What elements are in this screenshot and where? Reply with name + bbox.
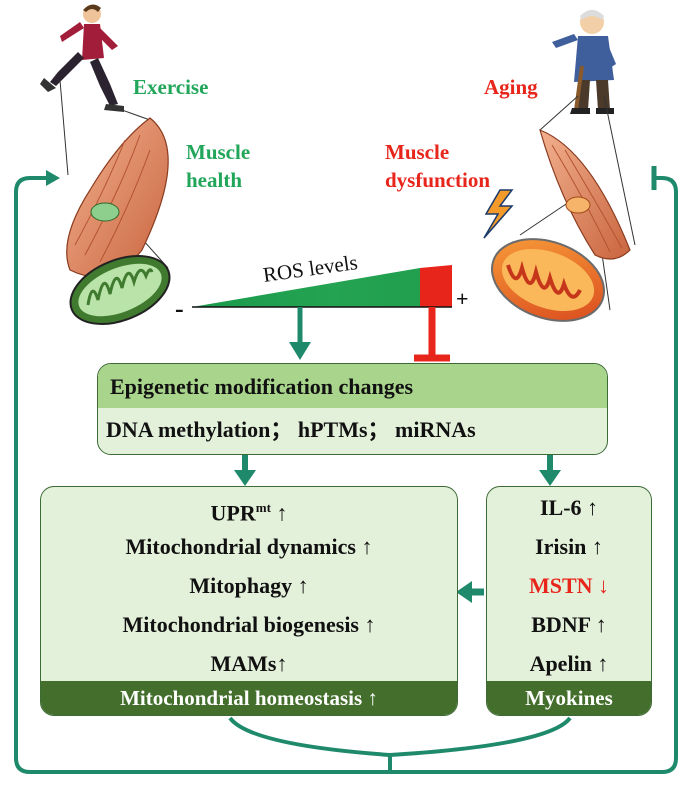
epigenetic-title: Epigenetic modification changes [110, 374, 414, 399]
mito-arc [228, 716, 391, 757]
myokines-box: IL-6 ↑ Irisin ↑ MSTN ↓ BDNF ↑ Apelin ↑ M… [486, 486, 652, 716]
epigenetic-box: Epigenetic modification changes DNA meth… [97, 363, 608, 455]
mito-item-mitophagy: Mitophagy ↑ [41, 572, 457, 600]
ros-plus-sign: + [456, 286, 469, 311]
myokine-item-il6: IL-6 ↑ [539, 495, 599, 520]
epi-to-mito-arrowhead [234, 470, 256, 486]
healthy-muscle-illustration [66, 117, 169, 278]
myokine-to-mito-arrowhead [456, 581, 472, 603]
left-feedback-arrowhead [46, 170, 60, 186]
epigenetic-header-band [98, 364, 607, 408]
mitochondrial-box: UPRmt ↑ Mitochondrial dynamics ↑ Mitopha… [40, 486, 458, 716]
epi-to-myokine-arrowhead [539, 470, 561, 486]
mito-item-biogenesis: Mitochondrial biogenesis ↑ [41, 611, 457, 639]
muscle-health-label-line2: health [186, 168, 243, 192]
myokines-footer: Myokines [487, 681, 651, 715]
elderly-figure [552, 10, 616, 114]
right-feedback-line [390, 176, 678, 774]
runner-figure [40, 4, 124, 112]
muscle-health-label-line1: Muscle [186, 140, 251, 164]
ros-activation-arrowhead [289, 342, 311, 360]
mito-footer: Mitochondrial homeostasis ↑ [41, 681, 457, 715]
exercise-label: Exercise [133, 75, 209, 99]
myokine-item-mstn: MSTN ↓ [528, 573, 610, 598]
mito-item-mitophagy-arrow: ↑ [297, 573, 309, 598]
mito-item-mitophagy-text: Mitophagy [189, 573, 293, 598]
mito-item-mams-text: MAMs [210, 651, 277, 676]
mito-item-dynamics-arrow: ↑ [361, 534, 373, 559]
myokine-arc [389, 716, 572, 757]
mito-item-upr: UPRmt ↑ [41, 494, 457, 527]
ros-gradient-wedge [192, 268, 420, 307]
ros-minus-sign: - [175, 294, 184, 323]
mito-item-biogenesis-arrow: ↑ [364, 612, 376, 637]
lightning-icon [483, 189, 514, 239]
damaged-mitochondrion [490, 238, 606, 322]
mito-item-upr-sup: mt [255, 500, 271, 515]
myokine-item-bdnf: BDNF ↑ [531, 612, 607, 637]
left-feedback-line [14, 176, 392, 774]
aging-label: Aging [484, 75, 538, 99]
mito-item-upr-arrow: ↑ [276, 500, 288, 526]
epigenetic-subtitle: DNA methylation； hPTMs； miRNAs [106, 417, 476, 442]
mito-item-dynamics: Mitochondrial dynamics ↑ [41, 533, 457, 561]
mito-item-mams: MAMs↑ [41, 650, 457, 678]
mito-item-biogenesis-text: Mitochondrial biogenesis [122, 612, 359, 637]
muscle-dysfunction-label-line2: dysfunction [385, 168, 491, 192]
myokine-item-irisin: Irisin ↑ [535, 534, 603, 559]
mito-item-dynamics-text: Mitochondrial dynamics [125, 534, 356, 559]
mito-item-mams-arrow: ↑ [276, 651, 288, 676]
mito-item-upr-text: UPR [210, 500, 256, 526]
healthy-mitochondrion [69, 255, 171, 325]
ros-high-segment [420, 265, 452, 307]
muscle-dysfunction-label-line1: Muscle [385, 140, 450, 164]
dysfunctional-muscle-illustration [539, 128, 631, 260]
myokine-item-apelin: Apelin ↑ [529, 651, 609, 676]
